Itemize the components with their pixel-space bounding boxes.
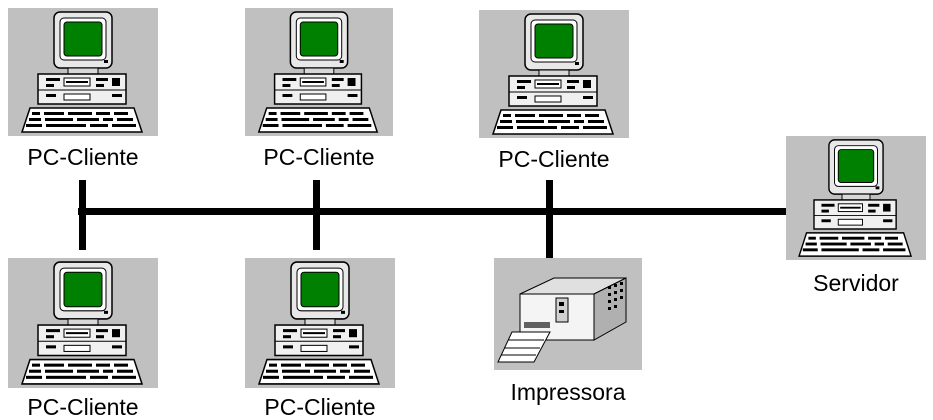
node-label: PC-Cliente (263, 144, 375, 170)
node-label: PC-Cliente (27, 144, 139, 170)
node-label: PC-Cliente (498, 146, 610, 172)
bus-drop-client3 (546, 180, 553, 258)
node-label: Servidor (813, 270, 899, 296)
bus-drop-client1 (79, 180, 86, 250)
bus-drop-client2 (313, 180, 320, 250)
computer-icon (245, 258, 395, 388)
node-label: PC-Cliente (264, 394, 376, 420)
node-label: PC-Cliente (27, 394, 139, 420)
network-bus (78, 208, 790, 215)
node-label: Impressora (510, 379, 626, 405)
computer-icon (245, 8, 393, 136)
computer-icon (8, 258, 158, 388)
printer-icon (494, 258, 642, 370)
computer-icon (8, 8, 158, 136)
computer-icon (786, 136, 926, 260)
computer-icon (479, 10, 629, 138)
